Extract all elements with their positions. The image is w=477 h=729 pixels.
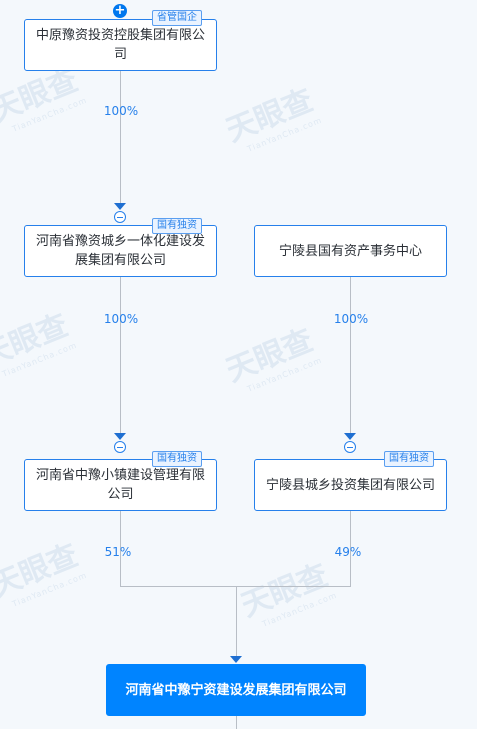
collapse-minus-icon[interactable] <box>114 441 126 453</box>
tag-provincial-soe: 省管国企 <box>152 10 202 26</box>
collapse-minus-icon[interactable] <box>114 211 126 223</box>
edge-line <box>236 586 237 658</box>
collapse-minus-icon[interactable] <box>344 441 356 453</box>
tag-state-owned: 国有独资 <box>384 451 434 467</box>
node-ningling-asset-center[interactable]: 宁陵县国有资产事务中心 <box>254 225 447 277</box>
edge-line <box>120 71 121 206</box>
expand-plus-icon[interactable]: + <box>113 3 127 18</box>
edge-percent: 51% <box>104 545 132 559</box>
node-label: 河南省中豫宁资建设发展集团有限公司 <box>125 682 347 698</box>
node-ningling-invest-group[interactable]: 宁陵县城乡投资集团有限公司 <box>254 459 447 511</box>
edge-percent: 100% <box>103 312 139 326</box>
node-label: 河南省豫资城乡一体化建设发展集团有限公司 <box>35 234 205 268</box>
arrow-icon <box>114 203 126 210</box>
edge-line <box>236 716 237 729</box>
node-small-town-company[interactable]: 河南省中豫小镇建设管理有限公司 <box>24 459 217 511</box>
edge-percent: 100% <box>103 104 139 118</box>
arrow-icon <box>114 433 126 440</box>
node-zhongyuan-yuzi[interactable]: 中原豫资投资控股集团有限公司 <box>24 19 217 71</box>
edge-line <box>350 277 351 437</box>
arrow-icon <box>230 656 242 663</box>
edge-line <box>120 586 351 587</box>
node-label: 宁陵县国有资产事务中心 <box>278 243 422 259</box>
arrow-icon <box>344 433 356 440</box>
node-label: 宁陵县城乡投资集团有限公司 <box>265 477 435 493</box>
edge-percent: 49% <box>334 545 362 559</box>
tag-state-owned: 国有独资 <box>152 218 202 234</box>
edge-line <box>120 511 121 586</box>
edge-line <box>350 511 351 586</box>
edge-line <box>120 277 121 437</box>
node-label: 河南省中豫小镇建设管理有限公司 <box>35 468 205 502</box>
node-label: 中原豫资投资控股集团有限公司 <box>35 28 205 62</box>
node-target-company[interactable]: 河南省中豫宁资建设发展集团有限公司 <box>106 664 366 716</box>
tag-state-owned: 国有独资 <box>152 451 202 467</box>
edge-percent: 100% <box>333 312 369 326</box>
